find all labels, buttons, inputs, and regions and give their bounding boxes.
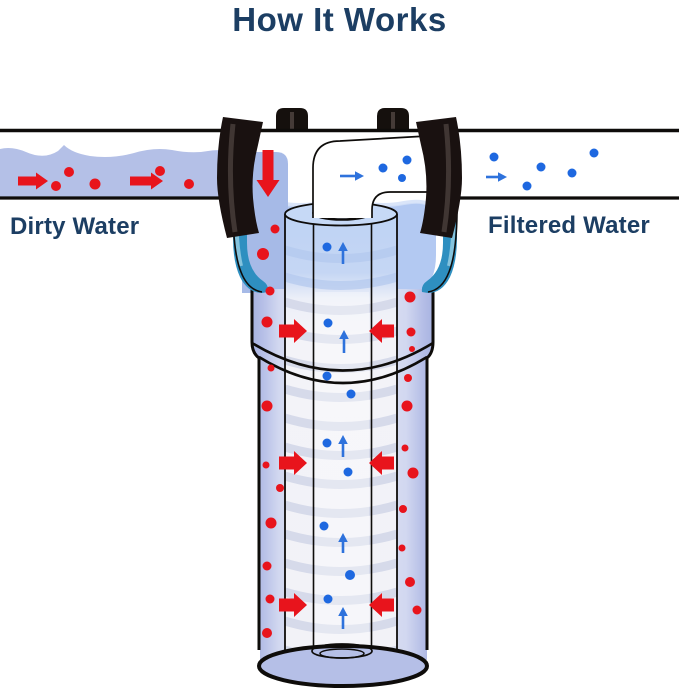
housing-bottom-cap [257, 644, 429, 688]
filtered-flow-arrow [486, 172, 507, 182]
flow-arrow-head [355, 171, 364, 181]
particle-dot [262, 628, 272, 638]
flow-arrow [18, 172, 48, 190]
particle-dot [345, 570, 355, 580]
flow-arrow [369, 593, 394, 617]
particle-dot [322, 438, 332, 448]
outlet-flow-arrow [340, 171, 364, 181]
particle-dot [262, 561, 272, 571]
pipe-coupling-left [217, 117, 263, 238]
particle-dot [265, 517, 277, 529]
dirty-flow-arrows [18, 172, 163, 190]
dirty-water-label: Dirty Water [10, 213, 140, 240]
particle-dot [402, 155, 412, 165]
particle-dot [322, 371, 332, 381]
dirty-particles-housing-right [398, 291, 422, 615]
particle-dot [270, 224, 280, 234]
core-upflow-arrows [338, 242, 349, 629]
particle-dot [155, 166, 165, 176]
particle-dot [261, 400, 273, 412]
particle-dot [401, 444, 409, 452]
core-bottom-inner [319, 648, 365, 659]
particle-dot [398, 174, 406, 182]
page-title: How It Works [232, 1, 447, 38]
flow-arrow-head [338, 242, 348, 251]
particle-dot [522, 181, 532, 191]
flow-arrow [279, 319, 307, 343]
particle-dot [276, 484, 284, 492]
particle-dot [409, 346, 415, 352]
outlet-elbow-outline [312, 134, 448, 218]
flow-arrow-head [338, 533, 348, 542]
port-cap-left [276, 108, 308, 131]
cartridge-core-highlight [315, 292, 369, 648]
dirty-particles-housing-left [257, 224, 284, 638]
particle-dot [346, 389, 356, 399]
particle-dot [265, 286, 275, 296]
particle-dot [399, 505, 407, 513]
flow-arrow-head [338, 607, 348, 616]
particle-dot [407, 467, 419, 479]
flow-arrow [369, 319, 394, 343]
particle-dot [319, 521, 329, 531]
dirty-particles-pipe [51, 166, 194, 191]
filtered-particles-pipe [489, 148, 599, 191]
particle-dot [489, 152, 499, 162]
inward-filtration-arrows [279, 319, 394, 617]
port-cap-right [377, 108, 409, 131]
flow-arrow-head [339, 330, 349, 339]
inlet-stream [242, 152, 288, 293]
particle-dot [536, 162, 546, 172]
particle-dot [398, 544, 406, 552]
inlet-down-arrow [256, 150, 280, 197]
particle-dot [589, 148, 599, 158]
particle-dot [184, 179, 194, 189]
particle-dot [404, 374, 412, 382]
particle-dot [262, 461, 270, 469]
flow-arrow [279, 593, 307, 617]
flow-arrow-head [498, 172, 507, 182]
particle-dot [343, 467, 353, 477]
flow-arrow [256, 150, 280, 197]
particle-dot [323, 318, 333, 328]
flow-arrow [369, 451, 394, 475]
outlet-elbow-tube [313, 135, 450, 218]
particle-dot [567, 168, 577, 178]
particle-dot [89, 178, 101, 190]
particle-dot [265, 594, 275, 604]
particle-dot [51, 181, 61, 191]
flow-arrow [279, 451, 307, 475]
particle-dot [322, 242, 332, 252]
particle-dot [257, 248, 269, 260]
filtered-water-label: Filtered Water [488, 212, 650, 239]
flow-arrow [130, 172, 163, 190]
particle-dot [406, 327, 416, 337]
particle-dot [64, 167, 74, 177]
particle-dot [405, 577, 415, 587]
housing-outline [250, 286, 435, 650]
particle-dot [412, 605, 422, 615]
particle-dot [404, 291, 416, 303]
particle-dot [261, 316, 273, 328]
dirty-water-fill [0, 145, 250, 197]
pipe-coupling-right [416, 117, 462, 238]
particle-dot [323, 594, 333, 604]
flow-arrow-head [338, 435, 348, 444]
filtered-particles-outlet [378, 155, 412, 182]
cartridge-edges [284, 213, 398, 651]
filtered-particles-core [319, 242, 356, 604]
particle-dot [267, 364, 275, 372]
particle-dot [401, 400, 413, 412]
particle-dot [378, 163, 388, 173]
